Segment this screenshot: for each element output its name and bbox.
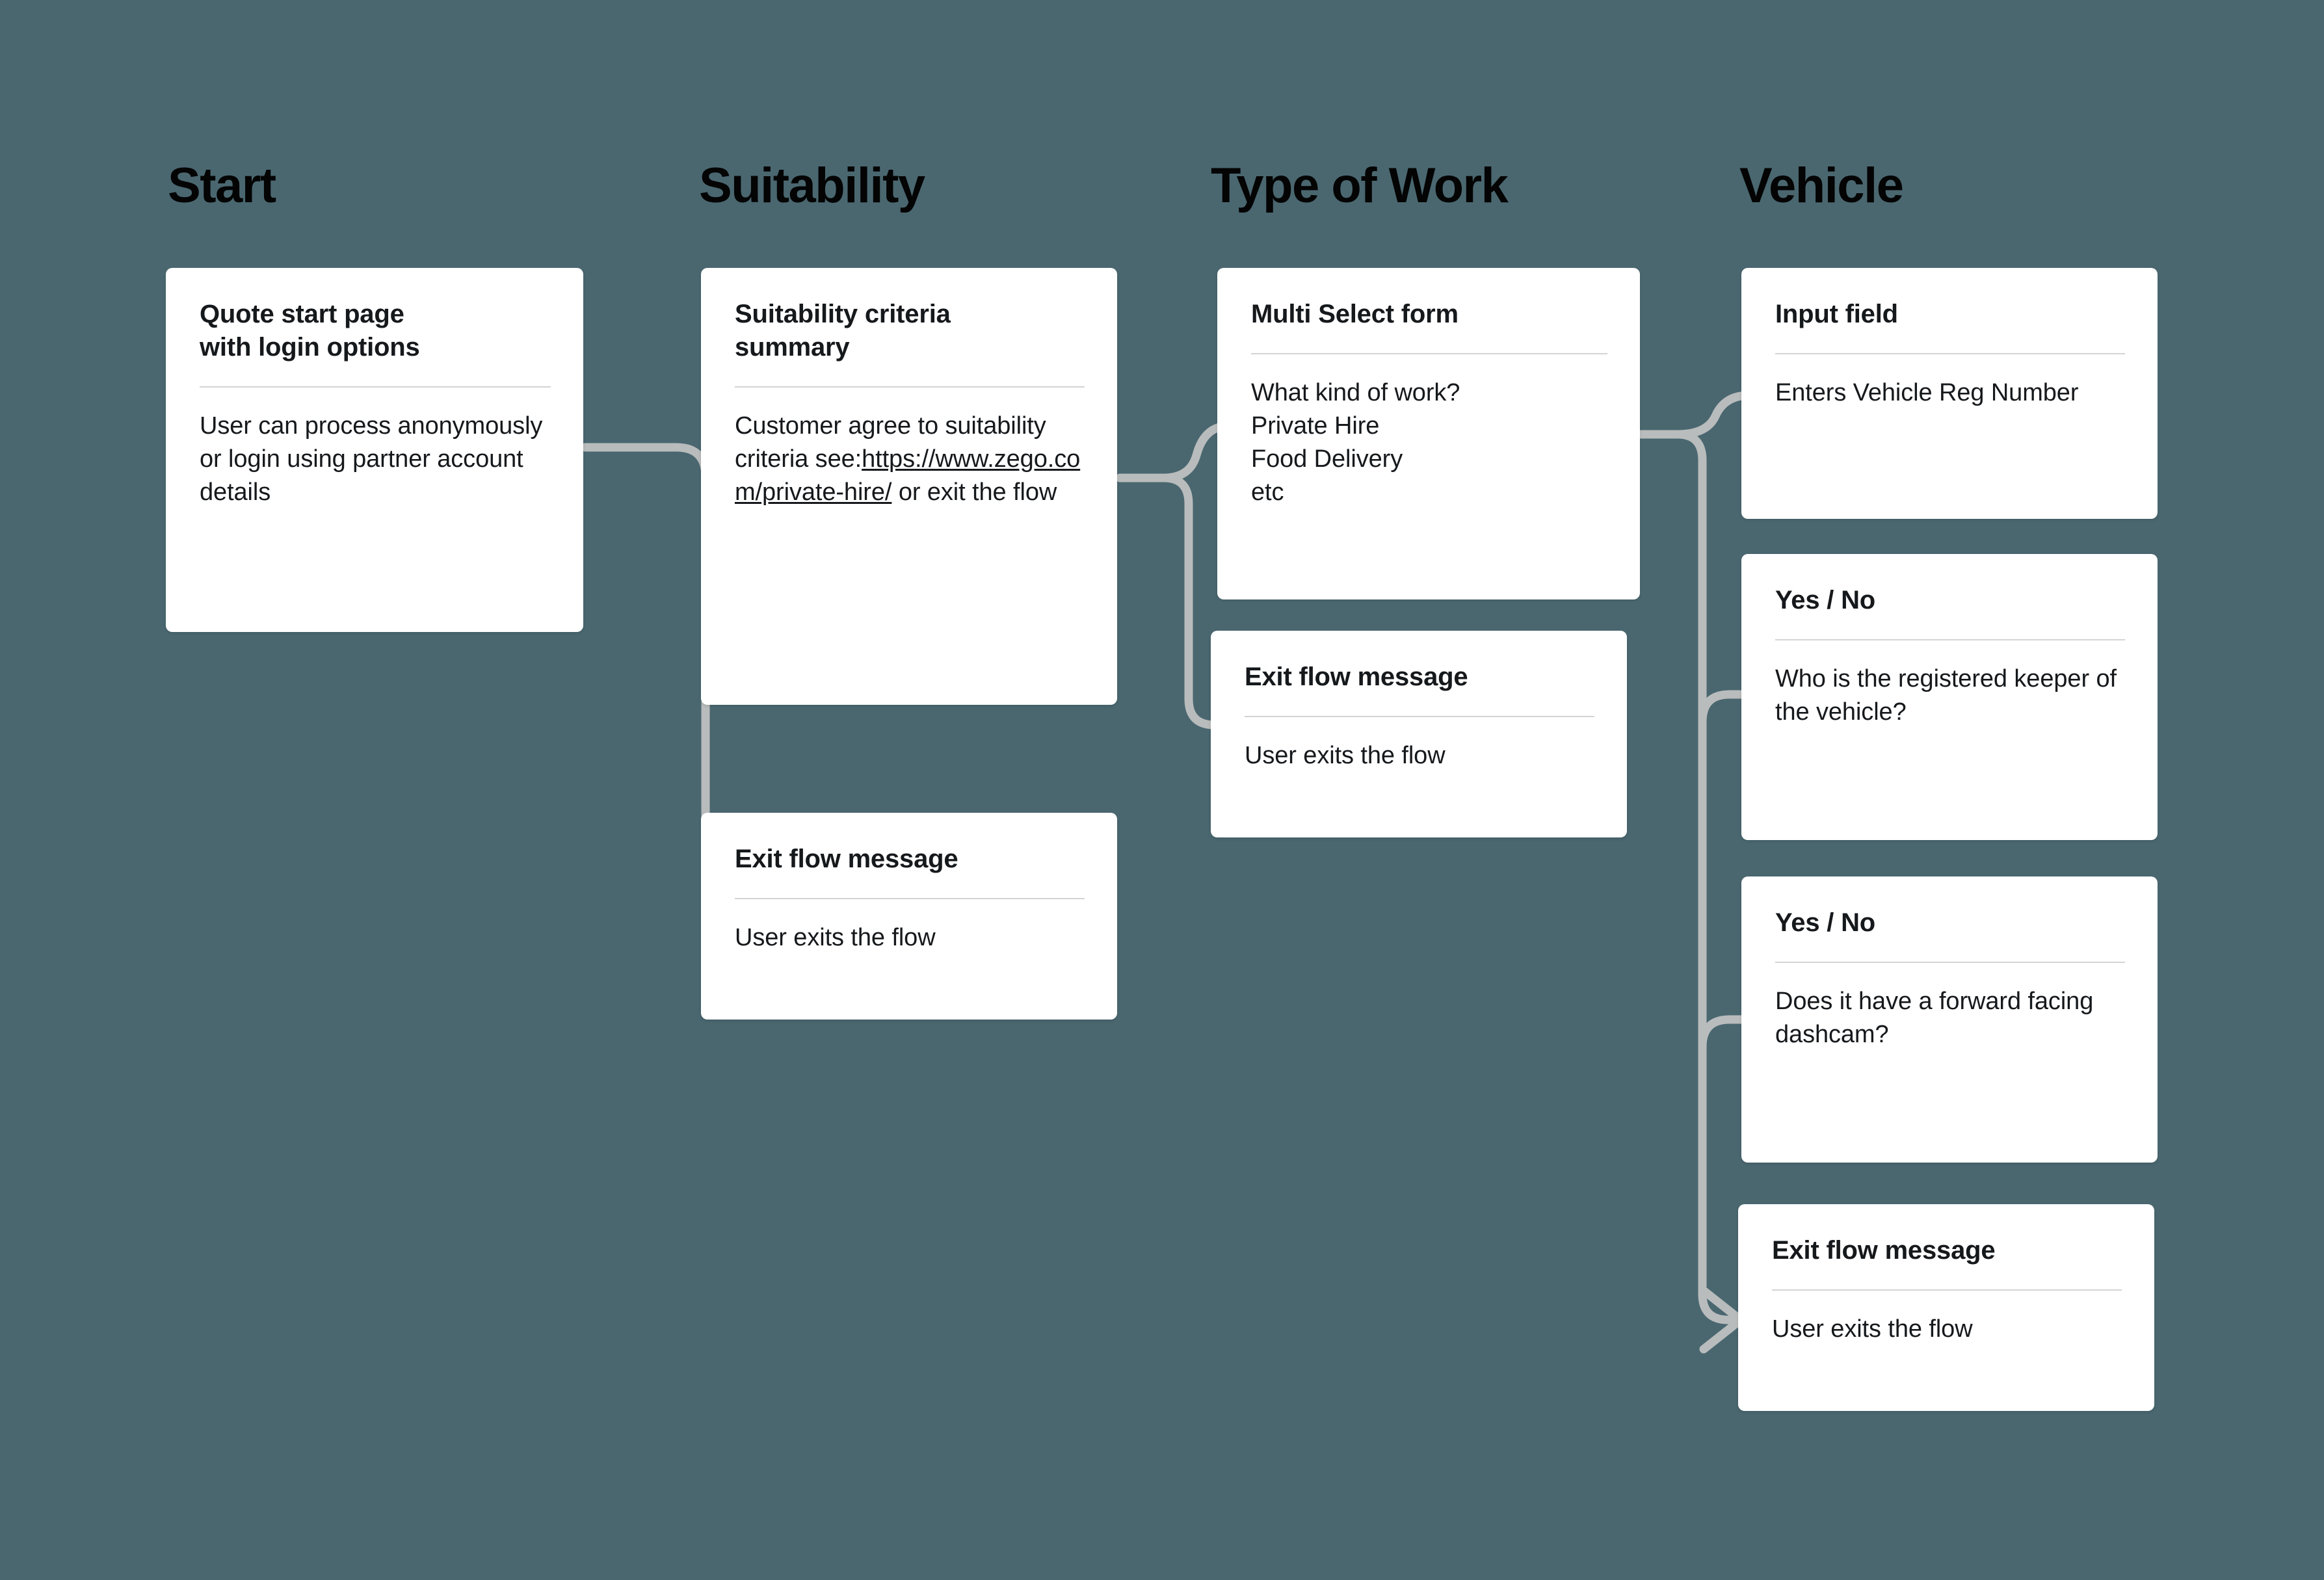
card-divider: [1775, 353, 2125, 355]
card-title: Suitability criteria summary: [735, 300, 951, 362]
column-title-type-of-work: Type of Work: [1211, 158, 1509, 213]
card-title: Exit flow message: [1245, 663, 1468, 691]
card-body-prefix: Customer agree to suitability criteria s…: [735, 412, 1046, 473]
card-body: Enters Vehicle Reg Number: [1775, 379, 2079, 407]
column-title-start: Start: [168, 158, 276, 213]
card-divider: [1772, 1289, 2122, 1291]
card-divider: [735, 386, 1085, 388]
card-suitability-criteria-summary[interactable]: Suitability criteria summary Customer ag…: [701, 268, 1117, 705]
card-divider: [1245, 716, 1594, 718]
card-body: Does it have a forward facing dashcam?: [1775, 988, 2094, 1049]
card-vehicle-exit-flow-message[interactable]: Exit flow message User exits the flow: [1738, 1204, 2154, 1411]
card-title: Input field: [1775, 300, 1898, 328]
card-body: User exits the flow: [1245, 742, 1446, 770]
card-quote-start-page[interactable]: Quote start page with login options User…: [166, 268, 583, 632]
card-body: What kind of work? Private Hire Food Del…: [1251, 379, 1460, 506]
card-divider: [735, 898, 1085, 900]
card-input-field[interactable]: Input field Enters Vehicle Reg Number: [1741, 268, 2158, 519]
card-yes-no-dashcam[interactable]: Yes / No Does it have a forward facing d…: [1741, 876, 2158, 1163]
column-title-suitability: Suitability: [699, 158, 925, 213]
card-body: Who is the registered keeper of the vehi…: [1775, 665, 2117, 726]
card-yes-no-registered-keeper[interactable]: Yes / No Who is the registered keeper of…: [1741, 554, 2158, 840]
card-divider: [1775, 962, 2125, 964]
card-body-suffix: or exit the flow: [891, 479, 1057, 507]
arrowhead-to-vehicle-exit: [1699, 1286, 1745, 1354]
card-body: User can process anonymously or login us…: [200, 412, 543, 507]
card-title: Yes / No: [1775, 586, 1876, 614]
card-body: User exits the flow: [735, 924, 936, 952]
card-divider: [1251, 353, 1607, 355]
card-title: Exit flow message: [735, 845, 958, 873]
card-body: User exits the flow: [1772, 1315, 1973, 1343]
card-type-of-work-exit-flow-message[interactable]: Exit flow message User exits the flow: [1211, 631, 1627, 837]
card-title: Multi Select form: [1251, 300, 1459, 328]
card-suitability-exit-flow-message[interactable]: Exit flow message User exits the flow: [701, 813, 1117, 1020]
card-divider: [1775, 639, 2125, 641]
card-divider: [200, 386, 551, 388]
card-multi-select-form[interactable]: Multi Select form What kind of work? Pri…: [1217, 268, 1640, 599]
card-title: Exit flow message: [1772, 1236, 1996, 1265]
connector-vehicle-trunk: [1673, 430, 1746, 1324]
connector-start-stem: [581, 443, 710, 934]
card-body: Customer agree to suitability criteria s…: [735, 410, 1085, 509]
column-title-vehicle: Vehicle: [1739, 158, 1904, 213]
card-title: Yes / No: [1775, 908, 1876, 937]
card-title: Quote start page with login options: [200, 300, 420, 362]
